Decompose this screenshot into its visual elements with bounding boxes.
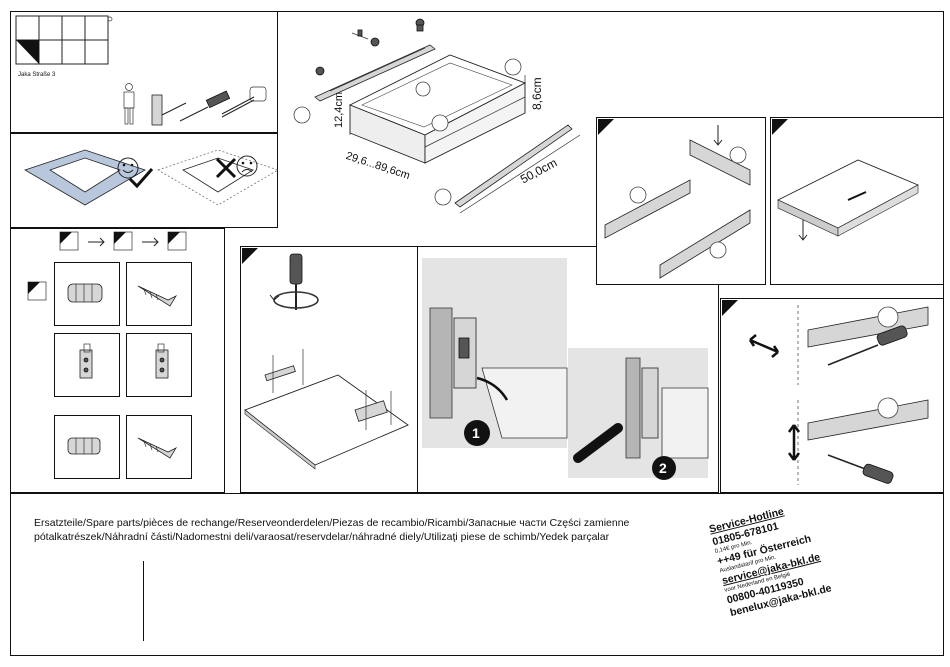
hammer-icon — [151, 94, 187, 126]
logo-text: Jaka Straße 3 — [18, 72, 56, 78]
drawer-bottom-illustration — [776, 159, 920, 241]
step-marker-corner — [598, 119, 614, 135]
screw-icon — [137, 285, 178, 307]
dowel-2-icon — [67, 437, 101, 455]
sad-face-icon — [236, 155, 258, 177]
dowel-icon — [67, 283, 103, 303]
logo-grid — [15, 15, 113, 65]
arrow-right-icon — [88, 237, 105, 247]
part-screw-box — [126, 262, 192, 326]
side-rails-illustration — [604, 125, 751, 279]
photo-step-2 — [568, 348, 709, 480]
logo-tools-panel — [10, 11, 278, 133]
dim-drawer-height: 8,6cm — [530, 77, 544, 110]
photo-step-1 — [422, 258, 568, 448]
step-marker-corner — [242, 248, 258, 264]
spare-parts-line1: Ersatzteile/Spare parts/pièces de rechan… — [34, 517, 630, 529]
dim-height: 12,4cm — [333, 91, 345, 128]
drawer-exploded-view — [293, 18, 581, 214]
tape-measure-icon — [221, 86, 267, 118]
spare-parts-section — [10, 493, 944, 656]
cross-mark-icon — [215, 157, 237, 179]
happy-face-icon — [117, 157, 139, 179]
part-screw-2-box — [126, 415, 192, 479]
unprotected-surface-illustration — [157, 149, 279, 206]
arrow-sequence — [59, 231, 187, 251]
protected-surface-illustration — [24, 149, 146, 206]
panel-board-illustration — [244, 349, 409, 470]
bracket-left-icon — [79, 343, 93, 379]
step-marker-corner — [772, 119, 788, 135]
spare-parts-divider — [143, 561, 144, 641]
screw-2-icon — [137, 437, 178, 459]
step-marker-corner — [27, 281, 47, 301]
adjustment-illustration — [748, 305, 929, 485]
step-marker-corner — [722, 300, 738, 316]
screwdriver-turn-icon — [269, 253, 319, 310]
check-mark-icon — [128, 168, 154, 189]
bracket-right-icon — [155, 343, 169, 379]
screwdriver-icon — [179, 90, 231, 122]
step-number-1: 1 — [472, 425, 480, 441]
person-icon — [123, 83, 135, 125]
step-number-2: 2 — [659, 460, 667, 476]
spare-parts-line2: pótalkatrészek/Náhradní části/Nadomestni… — [34, 531, 610, 543]
